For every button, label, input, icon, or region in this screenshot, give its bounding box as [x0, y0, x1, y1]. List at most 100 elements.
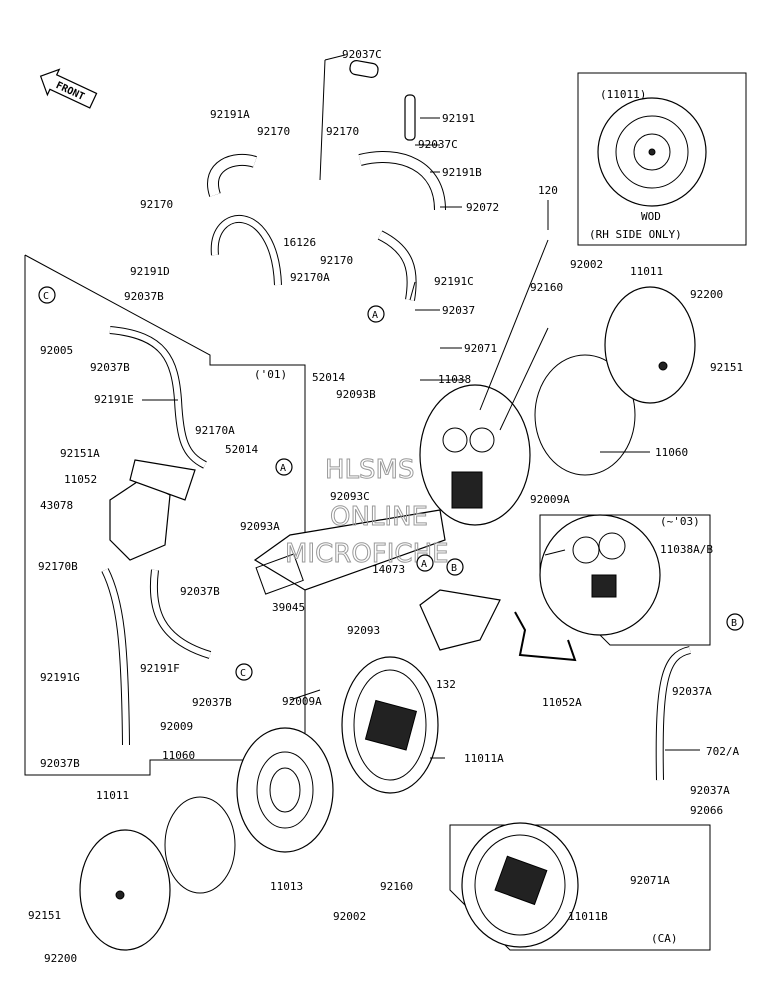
part-label: 92151A: [60, 447, 100, 460]
hoses: [101, 60, 692, 781]
part-label: 92009A: [282, 695, 322, 708]
part-label: 52014: [312, 371, 345, 384]
joint-14073: [419, 589, 501, 651]
filter-11013: [236, 727, 334, 853]
part-label: 702/A: [706, 745, 739, 758]
part-label: 92191G: [40, 671, 80, 684]
part-label: 43078: [40, 499, 73, 512]
part-label: 92037C: [418, 138, 458, 151]
part-label: 92037B: [90, 361, 130, 374]
part-label: 92072: [466, 201, 499, 214]
callout-b: B: [731, 618, 737, 629]
part-label: 92093A: [240, 520, 280, 533]
part-label: 92005: [40, 344, 73, 357]
part-label: 120: [538, 184, 558, 197]
wod-label: WOD: [641, 210, 661, 223]
breather-43078: [109, 459, 196, 561]
part-label: 92037B: [192, 696, 232, 709]
bracket-11052A: [514, 611, 577, 662]
part-label: 92151: [710, 361, 743, 374]
wod-rh-side-label: (RH SIDE ONLY): [589, 228, 682, 241]
callout-a: A: [372, 310, 378, 321]
part-label: 92191: [442, 112, 475, 125]
part-label: 11011B: [568, 910, 608, 923]
part-label: 16126: [283, 236, 316, 249]
part-label: 92037A: [690, 784, 730, 797]
part-label: 92071: [464, 342, 497, 355]
inset-03-frame: (~'03): [539, 514, 711, 646]
leader-lines: [142, 54, 700, 759]
part-label: 92037B: [180, 585, 220, 598]
part-label: 92002: [333, 910, 366, 923]
cover-11011-lower: [79, 829, 171, 951]
part-label: 92071A: [630, 874, 670, 887]
part-label: 11011: [96, 789, 129, 802]
part-label: 92066: [690, 804, 723, 817]
part-label: 92191B: [442, 166, 482, 179]
cover-11038: [419, 384, 531, 526]
part-label: 92037C: [342, 48, 382, 61]
cover-11011-upper: [604, 286, 696, 404]
part-label: 92170: [326, 125, 359, 138]
part-label: 92093: [347, 624, 380, 637]
part-label: 92151: [28, 909, 61, 922]
callout-a: A: [280, 463, 286, 474]
part-label: 92191A: [210, 108, 250, 121]
part-label: 11060: [655, 446, 688, 459]
part-label: 92037B: [124, 290, 164, 303]
callout-circles: A A A B B C C: [38, 286, 744, 681]
watermark: HLSMS ONLINE MICROFICHE: [285, 455, 450, 570]
part-label: 132: [436, 678, 456, 691]
part-label: 92170A: [195, 424, 235, 437]
part-label: 92002: [570, 258, 603, 271]
part-label: 92191E: [94, 393, 134, 406]
part-label: 11011A: [464, 752, 504, 765]
part-label: 92160: [530, 281, 563, 294]
base-11011A: [341, 656, 439, 794]
part-label: 92191F: [140, 662, 180, 675]
part-label: 92200: [690, 288, 723, 301]
callout-a: A: [421, 559, 427, 570]
part-label: 92170: [140, 198, 173, 211]
part-label: 92093B: [336, 388, 376, 401]
part-label: 11038A/B: [660, 543, 713, 556]
part-label: 11038: [438, 373, 471, 386]
part-label: 11011: [630, 265, 663, 278]
inset-ca-frame: (CA): [449, 822, 711, 951]
part-labels: 92037C 92191 92037C 92191A 92170 92170 9…: [28, 48, 743, 965]
part-label: 52014: [225, 443, 258, 456]
part-label: 92170: [257, 125, 290, 138]
wod-inset: (11011) WOD (RH SIDE ONLY): [577, 72, 747, 246]
part-label: 92037B: [40, 757, 80, 770]
gasket-11060-lower: [164, 796, 236, 894]
part-label: 14073: [372, 563, 405, 576]
part-label: 92037A: [672, 685, 712, 698]
part-label: 92170B: [38, 560, 78, 573]
part-label: 92037: [442, 304, 475, 317]
part-label: 92093C: [330, 490, 370, 503]
watermark-line-1: HLSMS: [325, 455, 414, 485]
callout-b: B: [451, 563, 457, 574]
front-arrow: FRONT: [39, 68, 98, 109]
part-label: 11052: [64, 473, 97, 486]
part-label: 92170A: [290, 271, 330, 284]
part-label: 92191D: [130, 265, 170, 278]
inset-03-label: (~'03): [660, 515, 700, 528]
callout-c: C: [43, 291, 49, 302]
gasket-11060-upper: [534, 354, 636, 476]
part-label: 11013: [270, 880, 303, 893]
part-label: 92009A: [530, 493, 570, 506]
part-label: 11060: [162, 749, 195, 762]
part-label: 92160: [380, 880, 413, 893]
inset-ca-label: (CA): [651, 932, 678, 945]
callout-c: C: [240, 668, 246, 679]
part-label: 92170: [320, 254, 353, 267]
part-label: 39045: [272, 601, 305, 614]
part-label: 92200: [44, 952, 77, 965]
watermark-line-2: ONLINE: [330, 502, 428, 532]
part-label: 92191C: [434, 275, 474, 288]
part-label: 92009: [160, 720, 193, 733]
part-label: 11052A: [542, 696, 582, 709]
